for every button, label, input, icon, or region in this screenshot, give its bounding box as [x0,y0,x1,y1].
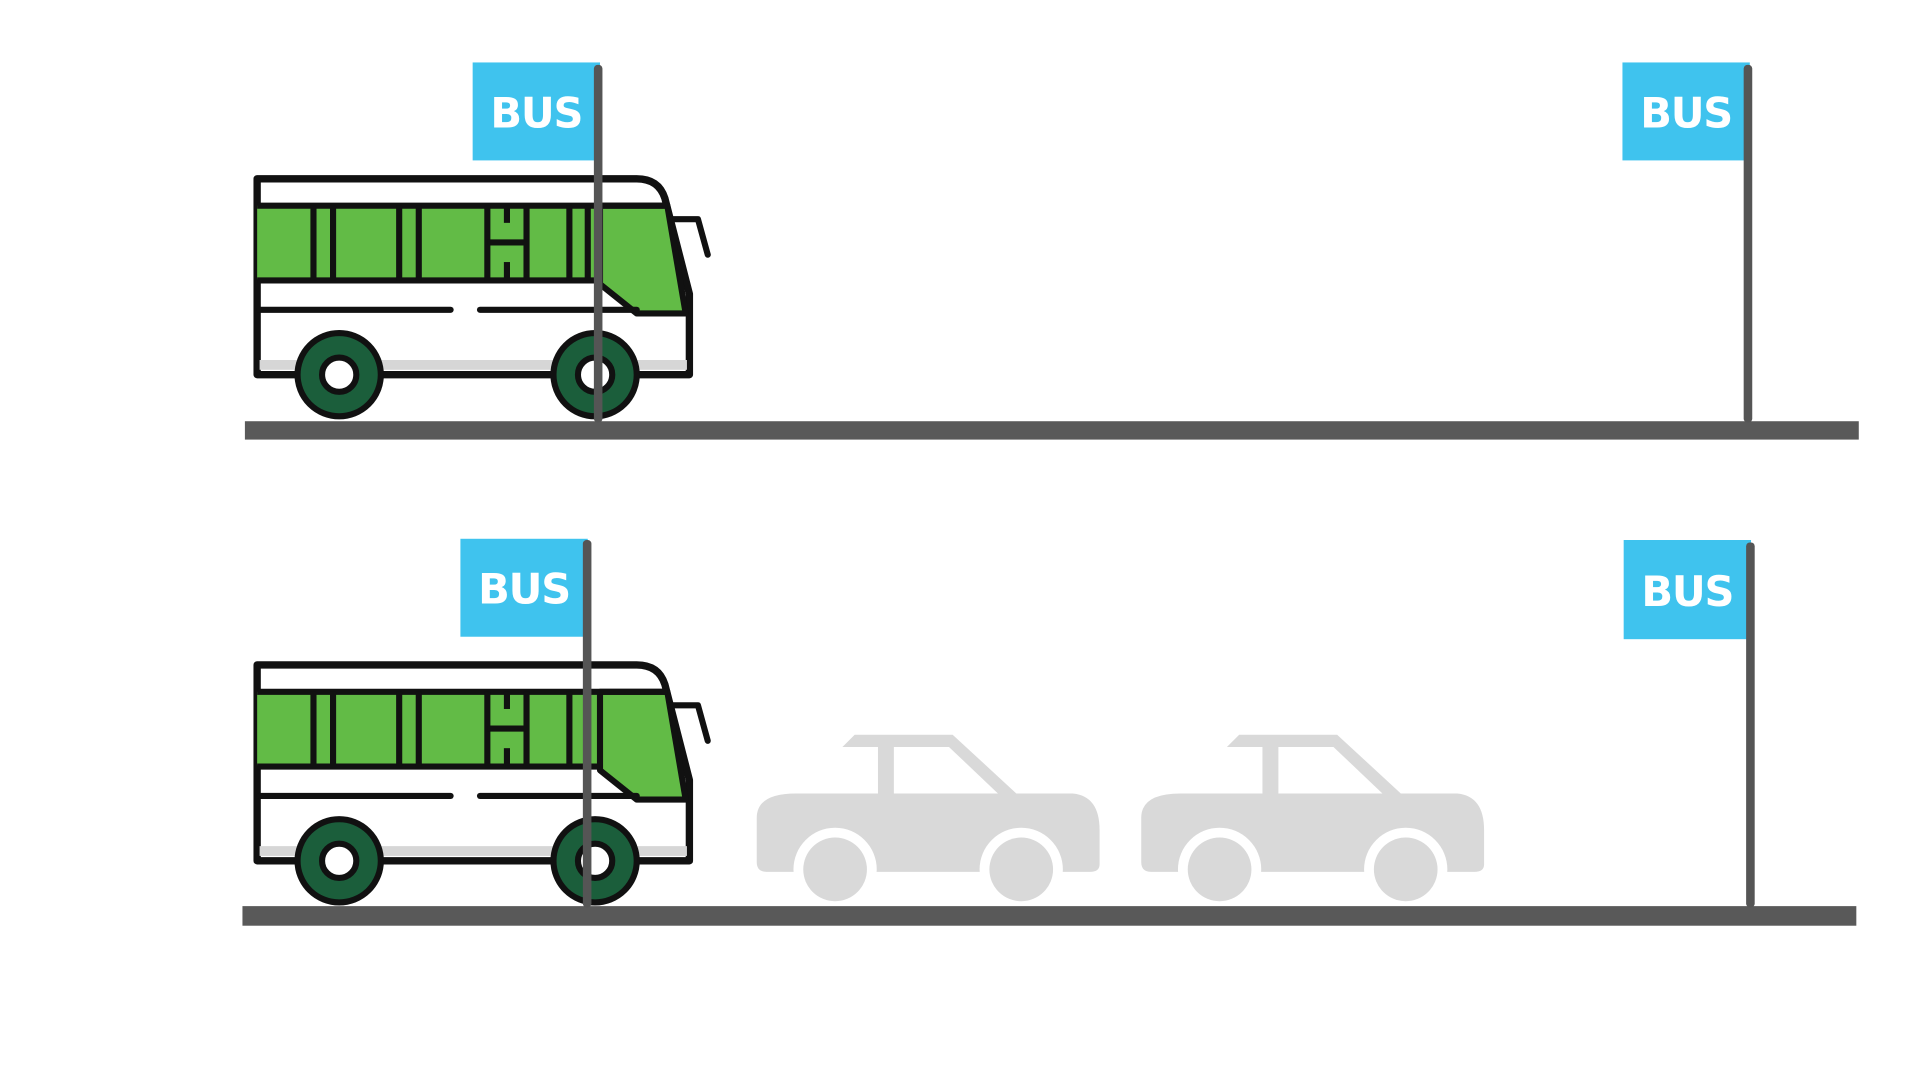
road [242,906,1857,926]
bus-icon [257,179,708,417]
scene-bus-only: BUS BUS [244,62,1859,440]
bus-stop-sign-start: BUS [472,62,603,423]
bus-stop-sign-end: BUS [1622,62,1753,423]
car-icon [1141,734,1485,912]
bus-stop-label: BUS [478,565,570,614]
bus-stop-sign-start: BUS [460,538,592,908]
bus-icon [257,665,708,903]
bus-stop-label: BUS [490,88,582,137]
car-icon [756,734,1100,912]
bus-stop-sign-end: BUS [1623,540,1755,908]
bus-stop-label: BUS [1641,567,1733,616]
scene-bus-with-cars: BUS BUS [242,538,1857,926]
road [244,421,1859,440]
bus-stop-label: BUS [1640,88,1732,137]
